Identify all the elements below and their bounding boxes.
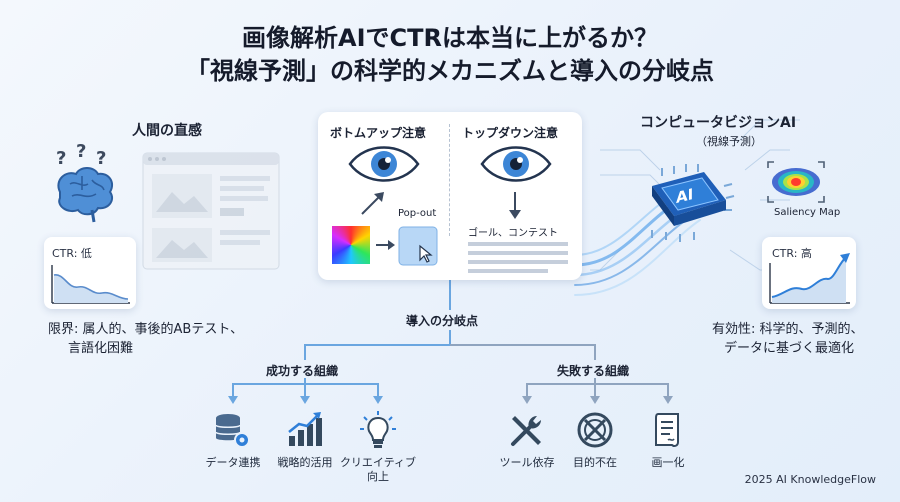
- right-heading: コンピュータビジョンAI: [640, 115, 797, 131]
- svg-text:?: ?: [76, 141, 86, 162]
- svg-text:?: ?: [56, 148, 66, 169]
- branch-label: 導入の分岐点: [406, 314, 479, 328]
- arrow-right-icon: [376, 240, 395, 250]
- popout-cursor-icon: [398, 226, 438, 266]
- success-item-label-line-2: 向上: [367, 470, 389, 483]
- limit-line-1: 限界: 属人的、事後的ABテスト、: [48, 322, 244, 337]
- svg-text:?: ?: [96, 148, 106, 169]
- bottom-up-label: ボトムアップ注意: [330, 126, 427, 140]
- right-effect-text: 有効性: 科学的、予測的、 データに基づく最適化: [712, 320, 864, 358]
- tools-icon: [511, 416, 541, 446]
- no-target-icon: [577, 412, 613, 448]
- text-line: [468, 251, 568, 255]
- ctr-low-label: CTR: 低: [52, 247, 92, 260]
- failure-label: 失敗する組織: [557, 364, 630, 378]
- success-label: 成功する組織: [266, 364, 339, 378]
- left-heading: 人間の直感: [132, 123, 202, 139]
- arrow-down-icon: [509, 192, 521, 219]
- goal-label: ゴール、コンテスト: [468, 228, 558, 239]
- failure-item-label: 目的不在: [573, 456, 617, 469]
- eye-icon: [348, 146, 420, 182]
- document-icon: [655, 413, 679, 447]
- title-line-2: 「視線予測」の科学的メカニズムと導入の分岐点: [186, 57, 714, 85]
- effect-line-1: 有効性: 科学的、予測的、: [712, 322, 864, 337]
- success-item-label: クリエイティブ 向上: [333, 456, 423, 484]
- failure-item-label: 画一化: [651, 456, 685, 469]
- attention-panel: ボトムアップ注意 トップダウン注意 Pop-out ゴール、コンテスト: [318, 112, 582, 280]
- declining-chart-icon: [51, 265, 130, 304]
- panel-divider: [449, 124, 450, 236]
- ctr-high-label: CTR: 高: [772, 247, 812, 260]
- database-gear-icon: [215, 414, 250, 448]
- success-item-label: 戦略的活用: [277, 456, 333, 469]
- text-line: [468, 269, 548, 273]
- left-limit-text: 限界: 属人的、事後的ABテスト、 言語化困難: [48, 320, 243, 358]
- right-subheading: （視線予測）: [696, 135, 762, 148]
- title-line-1: 画像解析AIでCTRは本当に上がるか？: [242, 24, 658, 52]
- brain-icon: ? ? ?: [56, 141, 114, 223]
- ctr-high-card: CTR: 高: [762, 237, 856, 309]
- growth-chart-icon: [288, 412, 322, 446]
- top-down-label: トップダウン注意: [462, 126, 559, 140]
- text-line: [468, 242, 568, 246]
- rising-chart-icon: [769, 253, 850, 304]
- limit-line-2: 言語化困難: [68, 341, 134, 356]
- effect-line-2: データに基づく最適化: [724, 341, 855, 356]
- page-title: 画像解析AIでCTRは本当に上がるか？ 「視線予測」の科学的メカニズムと導入の分…: [0, 22, 900, 88]
- eye-icon: [480, 146, 552, 182]
- failure-item-label: ツール依存: [499, 456, 555, 469]
- text-line: [468, 260, 568, 264]
- color-spectrum-icon: [332, 226, 370, 264]
- footer-copyright: 2025 AI KnowledgeFlow: [744, 473, 876, 486]
- ctr-low-card: CTR: 低: [44, 237, 136, 309]
- saliency-map-icon: [767, 161, 825, 203]
- lightbulb-icon: [360, 411, 396, 448]
- ai-chip-icon: [651, 164, 735, 242]
- arrow-up-right-icon: [361, 192, 384, 215]
- saliency-label: Saliency Map: [774, 207, 841, 218]
- success-item-label-line-1: クリエイティブ: [339, 456, 417, 469]
- popout-label: Pop-out: [398, 208, 437, 219]
- webpage-wireframe-icon: [142, 152, 280, 270]
- success-item-label: データ連携: [205, 456, 261, 469]
